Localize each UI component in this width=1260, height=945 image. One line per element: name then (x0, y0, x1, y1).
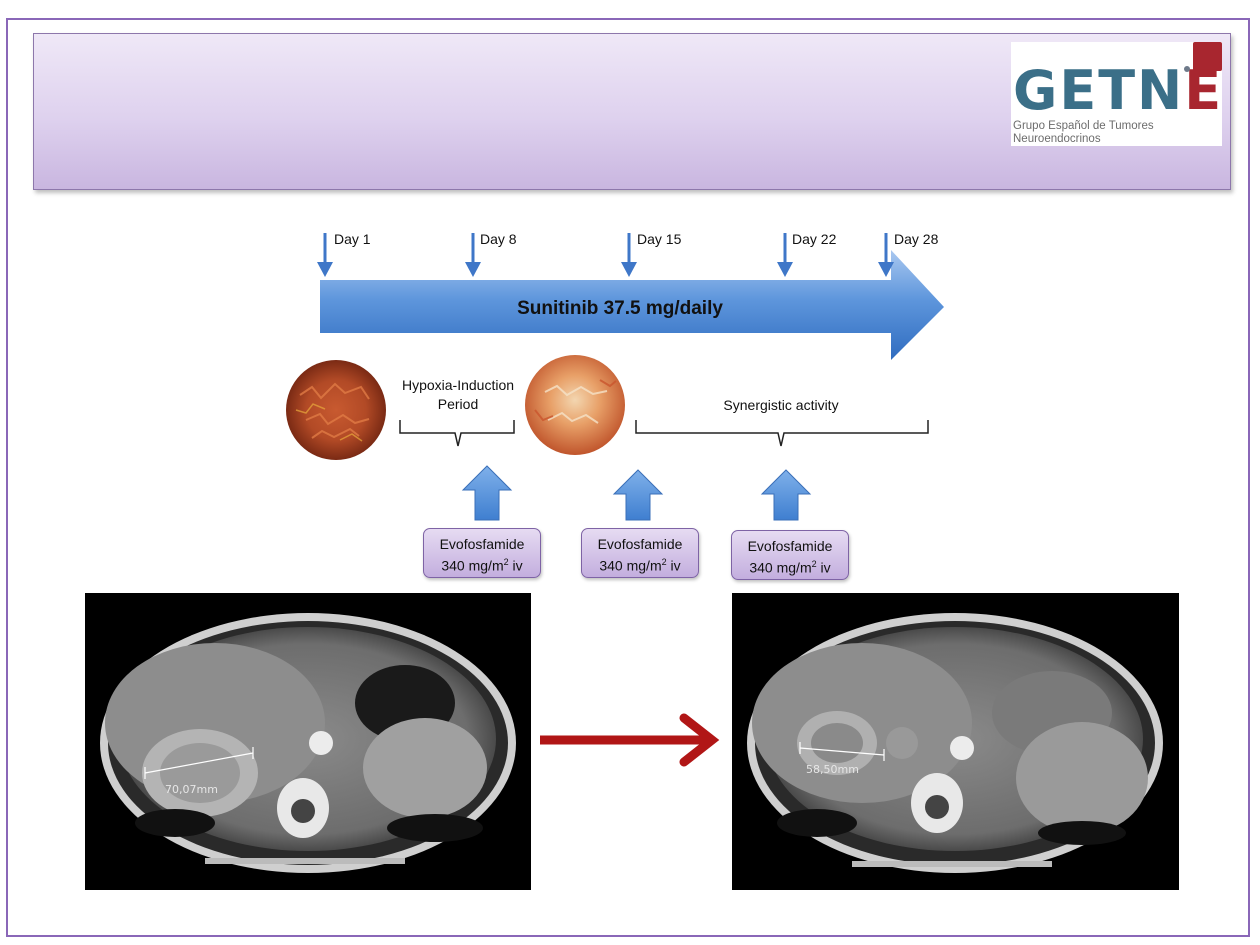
day-8-label: Day 8 (480, 231, 517, 247)
dose-1-up-arrow (461, 465, 513, 521)
synergy-brace (635, 420, 929, 447)
day-28-label: Day 28 (894, 231, 939, 247)
day-8-arrow (465, 233, 481, 277)
sunitinib-label: Sunitinib 37.5 mg/daily (517, 298, 723, 319)
evofosfamide-dose-box-2: Evofosfamide 340 mg/m2 iv (581, 528, 699, 578)
synergy-label: Synergistic activity (723, 397, 838, 413)
dose-drug-name: Evofosfamide (747, 538, 833, 554)
evofosfamide-dose-box-3: Evofosfamide 340 mg/m2 iv (731, 530, 849, 580)
ct-scan-after: 58,50mm (732, 593, 1179, 890)
hypoxia-label-line1: Hypoxia-Induction (402, 377, 514, 393)
ct-scan-before: 70,07mm (85, 593, 531, 890)
day-markers (317, 233, 894, 277)
dose-amount: 340 mg/m2 iv (599, 557, 681, 574)
day-15-label: Day 15 (637, 231, 682, 247)
logo-wordmark: GETNE (1013, 64, 1223, 118)
hypoxia-label-line2: Period (438, 396, 478, 412)
hypoxia-brace (399, 420, 515, 447)
day-22-label: Day 22 (792, 231, 837, 247)
logo-subtitle-line2: Neuroendocrinos (1013, 133, 1101, 145)
evofosfamide-dose-box-1: Evofosfamide 340 mg/m2 iv (423, 528, 541, 578)
day-15-arrow (621, 233, 637, 277)
tumor-measurement-before: 70,07mm (165, 783, 218, 796)
logo-wordmark-start: GETN (1013, 59, 1185, 122)
logo-red-square (1193, 42, 1222, 71)
slide-frame (6, 18, 1250, 937)
logo-subtitle: Grupo Español de Tumores Neuroendocrinos (1013, 120, 1154, 146)
logo-wordmark-end: E (1184, 59, 1224, 122)
sunitinib-arrow (320, 250, 944, 360)
dose-3-up-arrow (760, 469, 812, 521)
dose-drug-name: Evofosfamide (597, 536, 683, 552)
logo-subtitle-line1: Grupo Español de Tumores (1013, 120, 1154, 132)
dose-drug-name: Evofosfamide (439, 536, 525, 552)
tissue-image-before (286, 360, 386, 460)
dose-amount: 340 mg/m2 iv (749, 559, 831, 576)
getne-logo: GETNE Grupo Español de Tumores Neuroendo… (1011, 42, 1222, 146)
day-1-label: Day 1 (334, 231, 371, 247)
tissue-image-after (525, 355, 625, 455)
ct-before-image (100, 613, 516, 873)
day-1-arrow (317, 233, 333, 277)
dose-amount: 340 mg/m2 iv (441, 557, 523, 574)
day-22-arrow (777, 233, 793, 277)
dose-2-up-arrow (612, 469, 664, 521)
logo-dot (1184, 66, 1190, 72)
day-28-arrow (878, 233, 894, 277)
progression-arrow (540, 713, 720, 767)
ct-after-image (747, 613, 1163, 873)
tumor-measurement-after: 58,50mm (806, 763, 859, 776)
